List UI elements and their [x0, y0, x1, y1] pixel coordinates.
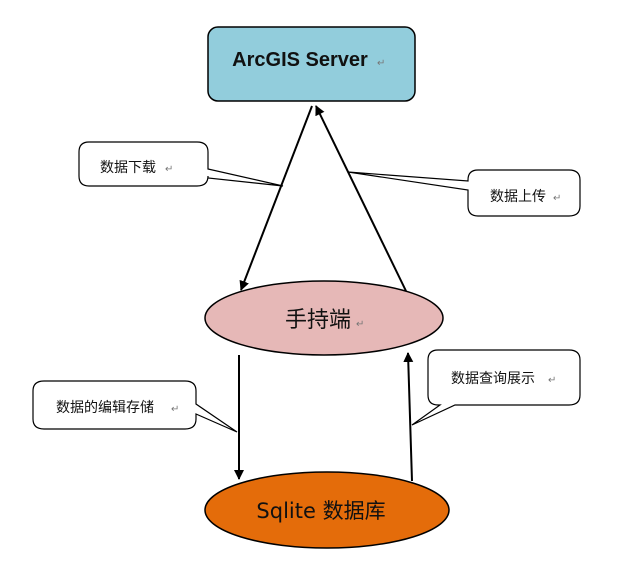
- arcgis-server-node: ArcGIS Server ↵: [207, 26, 416, 102]
- edit-store-callout-label: 数据的编辑存储: [56, 400, 154, 416]
- paragraph-mark-icon: ↵: [356, 319, 364, 330]
- handheld-label: 手持端: [285, 308, 351, 333]
- paragraph-mark-icon: ↵: [165, 164, 173, 175]
- query-display-callout-label: 数据查询展示: [451, 371, 535, 387]
- download-callout-bubble: [78, 141, 284, 187]
- upload-callout-label: 数据上传: [490, 189, 546, 205]
- arcgis-server-label: ArcGIS Server: [232, 49, 368, 71]
- download-callout: 数据下载 ↵: [78, 141, 284, 187]
- paragraph-mark-icon: ↵: [553, 193, 561, 204]
- edit-store-callout-bubble: [32, 380, 238, 433]
- edit-store-callout: 数据的编辑存储 ↵: [32, 380, 238, 433]
- sqlite-database-node: Sqlite 数据库: [204, 471, 450, 549]
- sqlite-database-ellipse: [204, 471, 450, 549]
- paragraph-mark-icon: ↵: [377, 58, 385, 69]
- handheld-node: 手持端 ↵: [204, 280, 444, 356]
- download-callout-label: 数据下载: [100, 160, 156, 176]
- upload-arrow: [315, 105, 407, 292]
- query-display-arrow: [403, 352, 414, 482]
- paragraph-mark-icon: ↵: [171, 404, 179, 415]
- handheld-ellipse: [204, 280, 444, 356]
- paragraph-mark-icon: ↵: [548, 375, 556, 386]
- download-arrow: [239, 105, 313, 291]
- query-display-callout: 数据查询展示 ↵: [411, 349, 581, 426]
- upload-callout-bubble: [347, 169, 581, 217]
- arcgis-server-box: [207, 26, 416, 102]
- upload-callout: 数据上传 ↵: [347, 169, 581, 217]
- query-display-callout-bubble: [411, 349, 581, 426]
- sqlite-database-label: Sqlite 数据库: [256, 499, 385, 523]
